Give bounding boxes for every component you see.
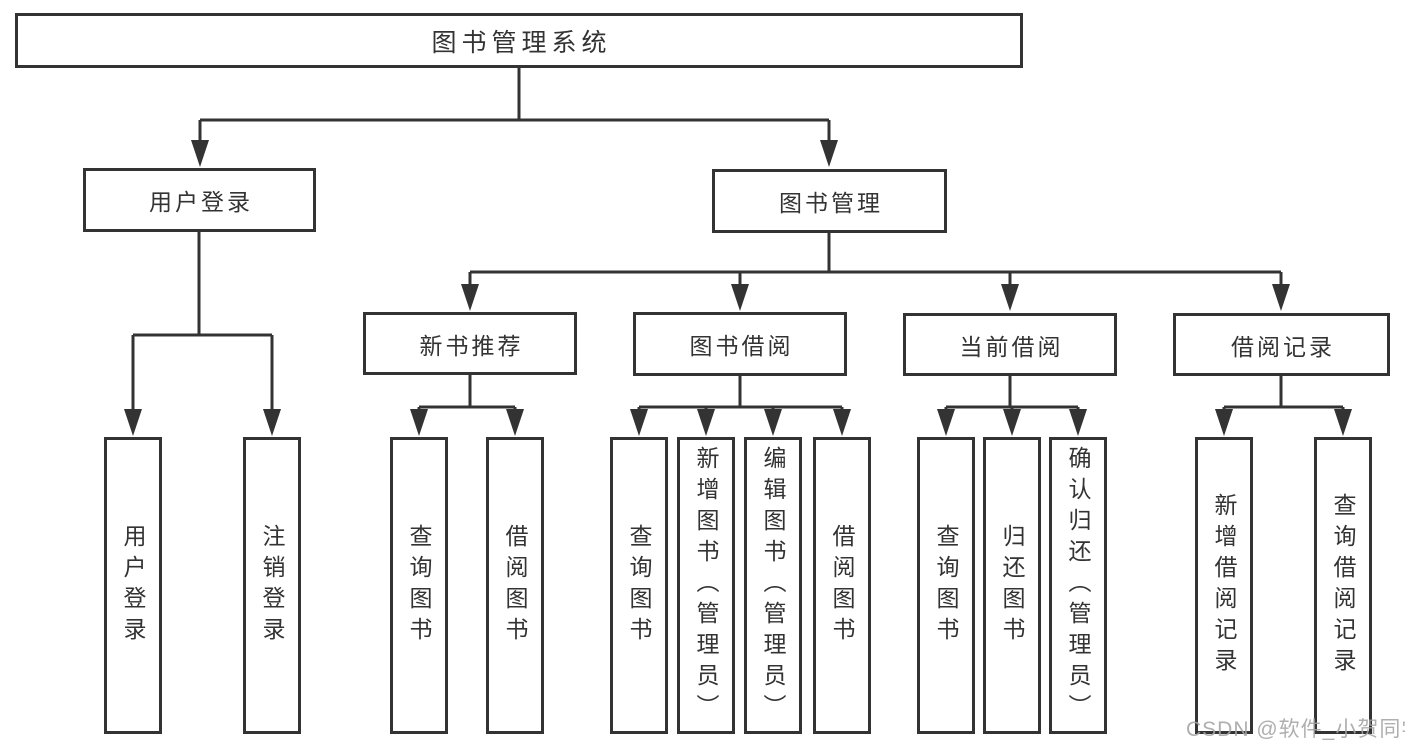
node-book-borrow: 图书借阅 (633, 312, 847, 376)
arrowheads (124, 140, 1352, 436)
node-user-login: 用户登录 (83, 168, 316, 232)
leaf-add-borrow-record: 新增借阅记录 (1195, 437, 1253, 734)
node-book-management: 图书管理 (712, 169, 947, 233)
node-new-book-recommend: 新书推荐 (363, 312, 577, 375)
leaf-query-books-current: 查询图书 (917, 437, 975, 734)
leaf-logout: 注销登录 (243, 437, 301, 734)
node-current-borrow: 当前借阅 (903, 313, 1117, 376)
node-root: 图书管理系统 (15, 13, 1023, 68)
watermark: CSDN @软件_小贺同学 (1186, 718, 1405, 741)
leaf-borrow-books: 借阅图书 (813, 437, 871, 734)
leaf-edit-books-admin: 编辑图书（管理员） (744, 437, 802, 734)
leaf-confirm-return-admin: 确认归还（管理员） (1049, 437, 1107, 734)
node-borrow-records: 借阅记录 (1173, 313, 1390, 376)
connector-lines (131, 68, 1345, 412)
leaf-query-books-borrow: 查询图书 (610, 437, 668, 734)
leaf-return-books: 归还图书 (983, 437, 1041, 734)
leaf-user-login: 用户登录 (104, 437, 162, 734)
leaf-query-books-recommend: 查询图书 (390, 437, 448, 734)
leaf-borrow-books-recommend: 借阅图书 (486, 437, 544, 734)
leaf-query-borrow-record: 查询借阅记录 (1314, 437, 1372, 734)
leaf-add-books-admin: 新增图书（管理员） (677, 437, 735, 734)
